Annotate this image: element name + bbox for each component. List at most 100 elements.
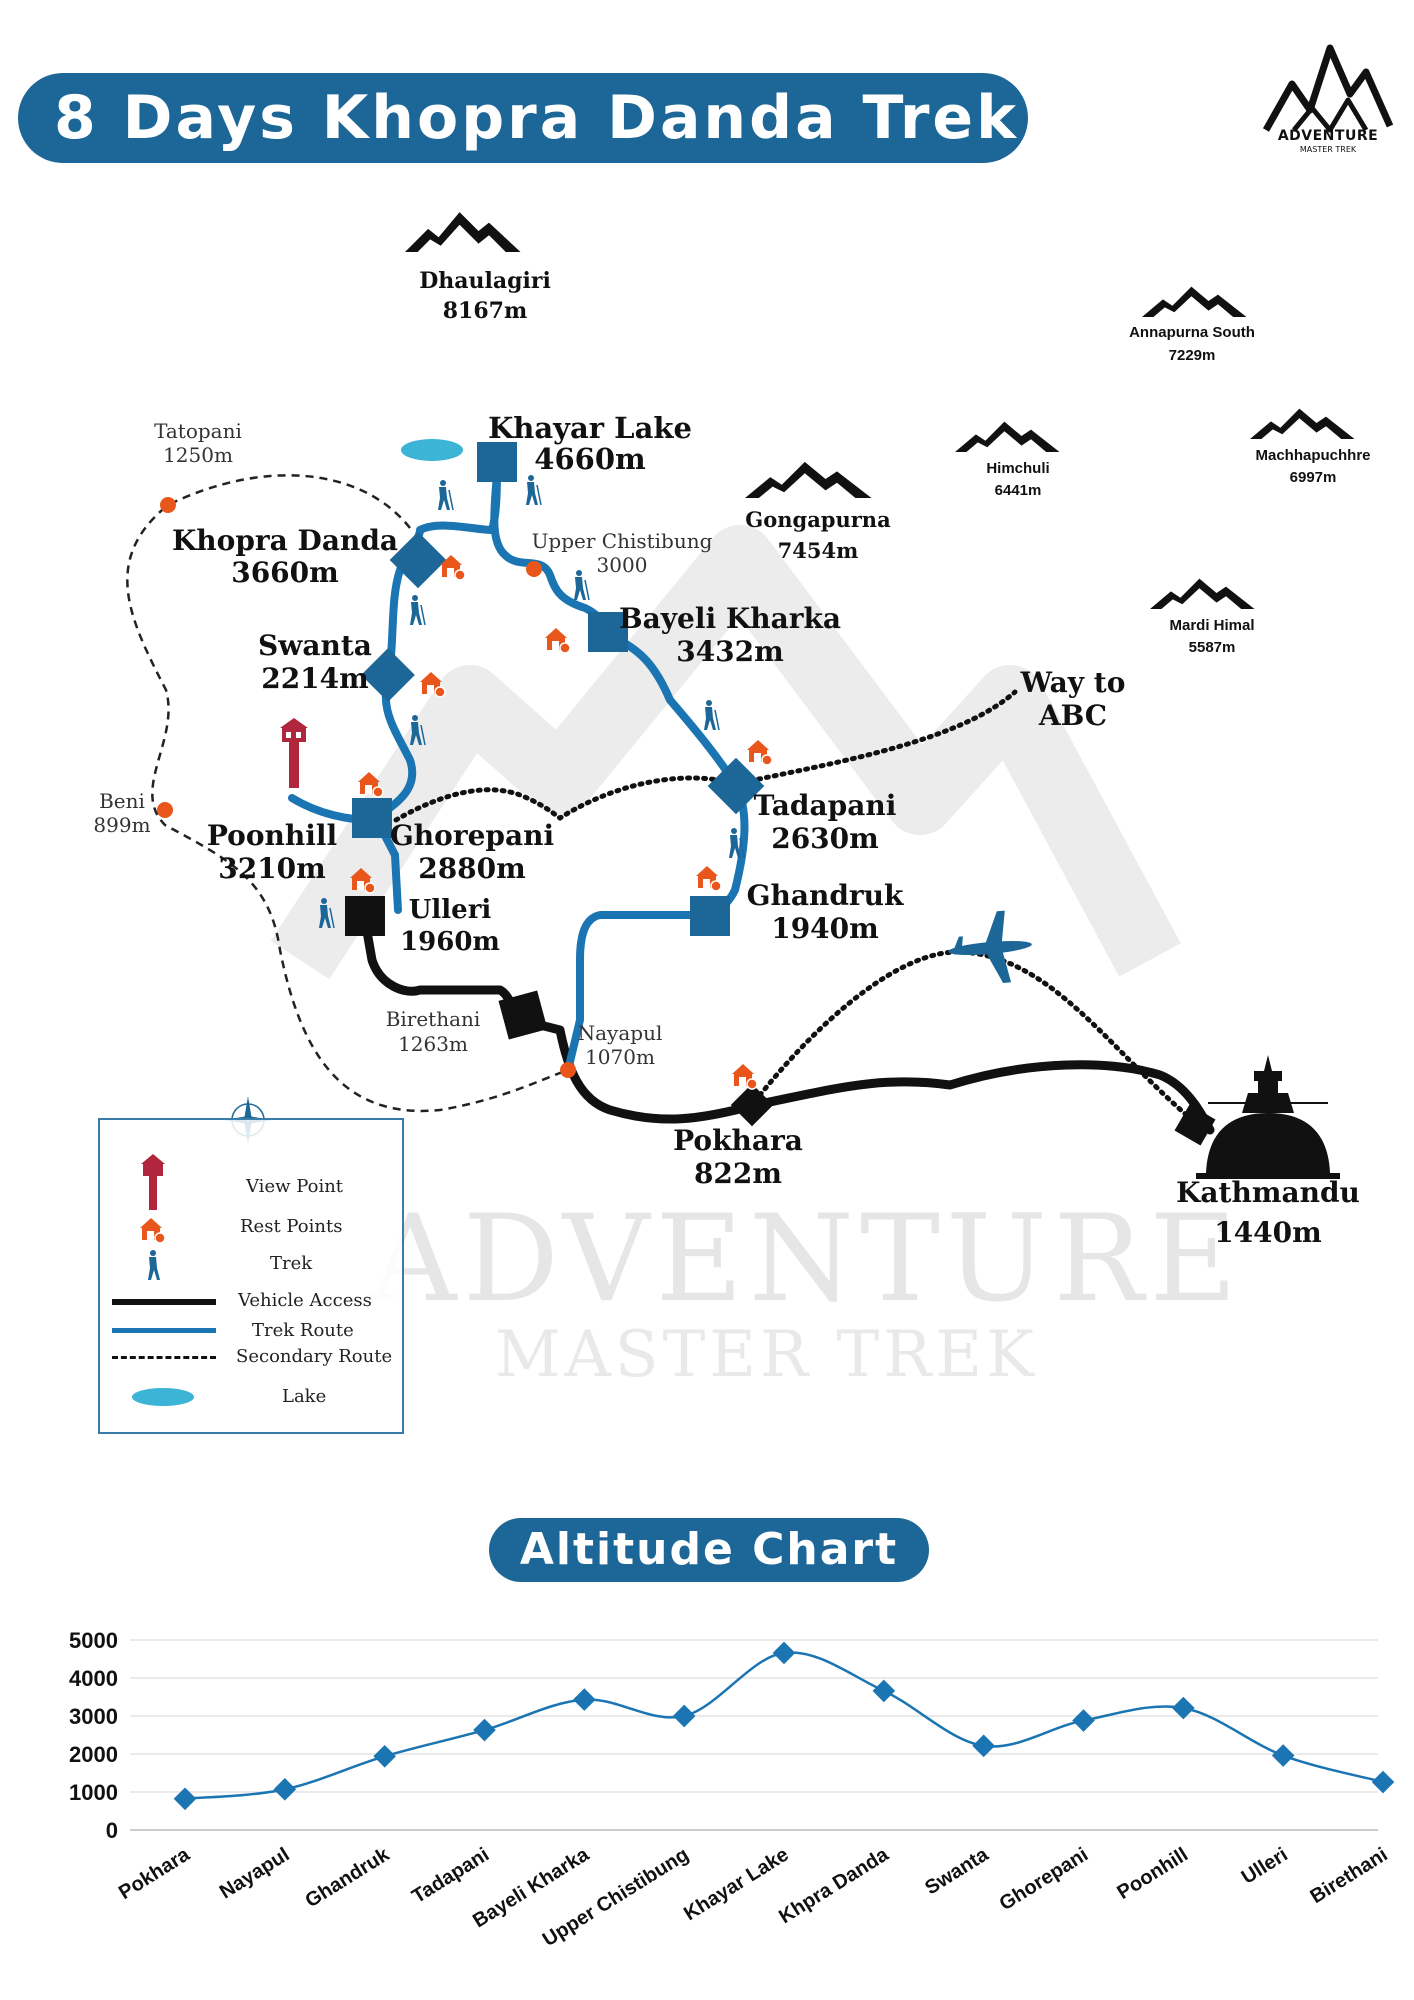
label-khopra-danda-name: Khopra Danda [172, 524, 398, 557]
dot-upper-chistibung [526, 561, 542, 577]
label-tatopani-alt: 1250m [163, 443, 233, 467]
peak-alt-himchuli: 6441m [995, 482, 1042, 499]
secondary-route-tatopani-beni [126, 474, 569, 1113]
peak-alt-annapurna-south: 7229m [1169, 347, 1216, 364]
label-nayapul-name: Nayapul [578, 1021, 663, 1045]
trek-route-ghorepani-ulleri [378, 826, 402, 914]
chart-y-tick-label: 2000 [69, 1742, 118, 1767]
chart-x-tick-label: Birethani [1306, 1844, 1391, 1909]
chart-point [672, 1704, 696, 1728]
watermark-line2: MASTER TREK [495, 1318, 1038, 1392]
marker-ghorepani [352, 798, 392, 838]
mountain-icon-himchuli [955, 421, 1060, 452]
label-khayar-lake-alt: 4660m [534, 442, 646, 476]
label-upper-chistibung-alt: 3000 [597, 553, 648, 577]
label-kathmandu-name: Kathmandu [1176, 1176, 1360, 1209]
chart-point [173, 1787, 197, 1811]
stupa-icon [1196, 1055, 1340, 1179]
chart-y-tick-label: 5000 [69, 1628, 118, 1653]
logo-text: ADVENTURE [1277, 128, 1379, 144]
viewpoint-tower-icon [280, 718, 308, 788]
peak-name-gongapurna: Gongapurna [745, 507, 891, 532]
chart-x-tick-label: Poonhill [1113, 1844, 1192, 1904]
chart-x-tick-label: Pokhara [115, 1843, 194, 1904]
dot-nayapul [560, 1062, 576, 1078]
label-way-abc-line2: ABC [1038, 699, 1107, 732]
label-birethani-alt: 1263m [398, 1032, 468, 1056]
chart-x-tick-label: Swanta [921, 1843, 993, 1899]
label-khopra-danda-alt: 3660m [231, 556, 339, 589]
chart-point [1072, 1709, 1095, 1732]
logo-subtext: MASTER TREK [1299, 145, 1357, 154]
marker-pokhara [730, 1083, 774, 1127]
chart-title: Altitude Chart [489, 1518, 929, 1582]
label-beni-name: Beni [99, 789, 145, 813]
chart-point [872, 1679, 896, 1703]
legend-lake-label: Lake [282, 1386, 327, 1407]
label-tadapani-alt: 2630m [771, 822, 879, 855]
airplane-icon [948, 910, 1032, 983]
route-way-to-abc [732, 689, 1018, 787]
hiker-icon [573, 569, 590, 601]
marker-khayar-lake [477, 442, 517, 482]
mountain-icon-gongapurna [745, 461, 872, 498]
label-ghorepani-name: Ghorepani [390, 819, 554, 852]
peak-name-himchuli: Himchuli [986, 460, 1049, 477]
vehicle-access-route [360, 915, 1215, 1135]
label-pokhara-alt: 822m [694, 1157, 782, 1190]
label-swanta-alt: 2214m [261, 662, 369, 695]
chart-y-tick-label: 4000 [69, 1666, 118, 1691]
label-birethani-name: Birethani [386, 1007, 481, 1031]
peak-alt-machhapuchhre: 6997m [1290, 469, 1337, 486]
chart-x-tick-label: Ulleri [1238, 1844, 1292, 1889]
chart-point [373, 1744, 396, 1768]
label-upper-chistibung-name: Upper Chistibung [532, 529, 713, 553]
rest-point-icon [746, 739, 773, 766]
legend-trek-label: Trek [270, 1253, 313, 1274]
hiker-icon [703, 699, 720, 731]
label-ulleri-alt: 1960m [400, 927, 500, 957]
label-bayeli-kharka-name: Bayeli Kharka [619, 602, 841, 635]
legend-viewpoint-icon [141, 1154, 165, 1210]
mountain-icon-annapurna-south [1142, 286, 1247, 317]
legend-lake-swatch [132, 1388, 194, 1406]
label-bayeli-kharka-alt: 3432m [676, 635, 784, 668]
trek-map: Dhaulagiri 8167m Annapurna South 7229m H… [93, 212, 1371, 1249]
chart-point [1371, 1770, 1395, 1794]
logo-mountain-icon [1262, 44, 1394, 133]
legend-secondary-route-line [112, 1356, 216, 1359]
chart-x-tick-label: Khpra Danda [775, 1843, 893, 1928]
label-pokhara-name: Pokhara [673, 1124, 803, 1157]
label-poonhill-alt: 3210m [218, 852, 326, 885]
chart-x-tick-label: Nayapul [216, 1844, 294, 1904]
label-beni-alt: 899m [93, 813, 150, 837]
label-kathmandu-alt: 1440m [1214, 1216, 1322, 1249]
label-way-abc-line1: Way to [1020, 666, 1126, 699]
label-tatopani-name: Tatopani [154, 419, 242, 443]
label-khayar-lake-name: Khayar Lake [488, 411, 692, 445]
hiker-icon [437, 479, 454, 511]
chart-y-tick-label: 0 [106, 1818, 118, 1843]
legend-trek-icon [148, 1250, 160, 1280]
legend-trek-route-line [112, 1328, 216, 1333]
legend-vehicle-access-label: Vehicle Access [238, 1290, 372, 1311]
mountain-icon-dhaulagiri [405, 212, 521, 252]
legend-secondary-route-label: Secondary Route [236, 1346, 393, 1367]
label-ulleri-name: Ulleri [409, 895, 492, 925]
chart-point [473, 1718, 496, 1742]
chart-point [573, 1688, 596, 1711]
marker-ghandruk [690, 896, 730, 936]
label-nayapul-alt: 1070m [585, 1045, 655, 1069]
watermark-line1: ADVENTURE [370, 1190, 1244, 1329]
peak-name-annapurna-south: Annapurna South [1129, 324, 1255, 341]
chart-y-tick-label: 1000 [69, 1780, 118, 1805]
secondary-route-ghorepani-tadapani [393, 775, 738, 823]
peak-name-dhaulagiri: Dhaulagiri [419, 268, 551, 294]
rest-point-icon [695, 865, 722, 892]
chart-x-tick-label: Tadapani [408, 1844, 493, 1908]
marker-tadapani [707, 757, 765, 815]
marker-kathmandu [1174, 1104, 1216, 1146]
chart-series-line [184, 1651, 1384, 1801]
rest-point-icon [731, 1063, 758, 1090]
